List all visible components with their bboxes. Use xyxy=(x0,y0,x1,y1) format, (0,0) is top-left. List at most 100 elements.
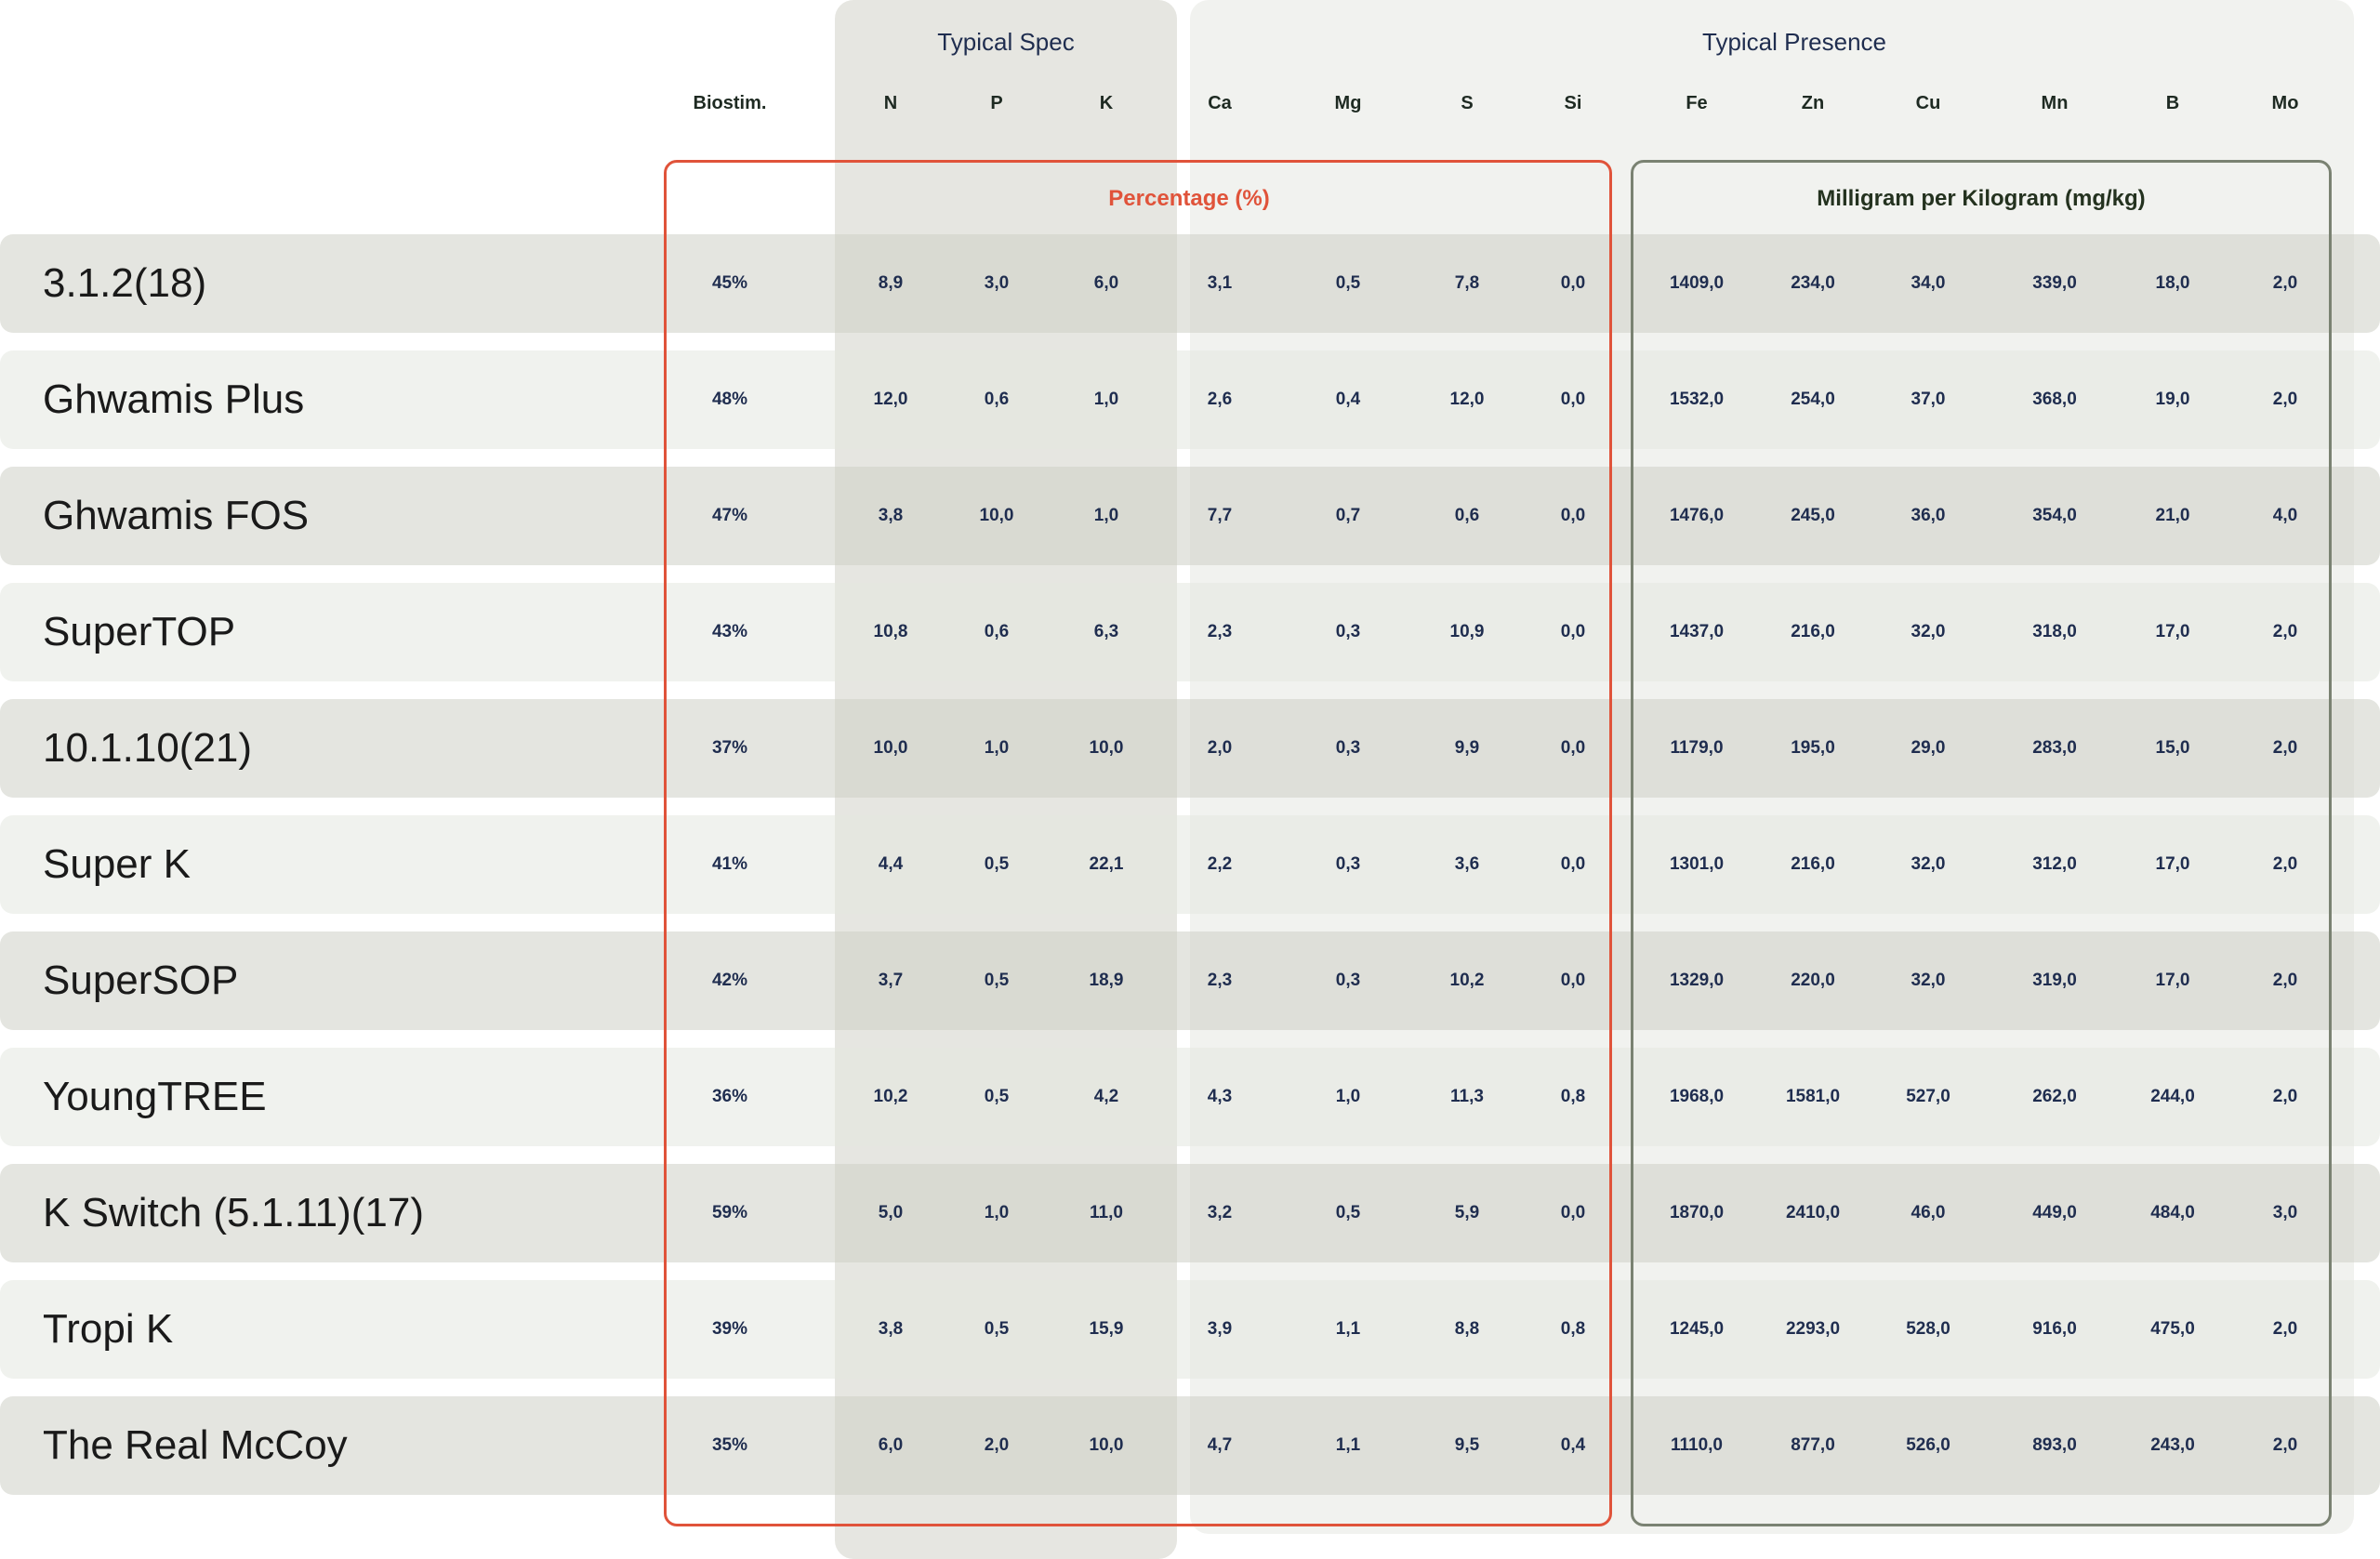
value-cell: 262,0 xyxy=(2032,1087,2077,1106)
value-cell: 916,0 xyxy=(2032,1319,2077,1339)
column-header-fe: Fe xyxy=(1686,93,1708,113)
value-cell: 877,0 xyxy=(1791,1435,1835,1455)
value-cell: 244,0 xyxy=(2150,1087,2195,1106)
value-cell: 220,0 xyxy=(1791,971,1835,990)
value-cell: 368,0 xyxy=(2032,390,2077,409)
value-cell: 8,9 xyxy=(878,273,904,293)
value-cell: 0,0 xyxy=(1560,273,1586,293)
product-name: 10.1.10(21) xyxy=(43,725,253,771)
value-cell: 0,0 xyxy=(1560,506,1586,525)
value-cell: 243,0 xyxy=(2150,1435,2195,1455)
value-cell: 10,2 xyxy=(1449,971,1485,990)
product-name: Tropi K xyxy=(43,1306,174,1352)
value-cell: 18,9 xyxy=(1089,971,1124,990)
value-cell: 15,9 xyxy=(1089,1319,1124,1339)
value-cell: 32,0 xyxy=(1911,854,1946,874)
value-cell: 18,0 xyxy=(2155,273,2190,293)
value-cell: 0,0 xyxy=(1560,622,1586,641)
value-cell: 1329,0 xyxy=(1669,971,1725,990)
value-cell: 4,2 xyxy=(1093,1087,1119,1106)
value-cell: 2,0 xyxy=(2272,971,2298,990)
value-cell: 48% xyxy=(711,390,748,409)
value-cell: 2,0 xyxy=(984,1435,1010,1455)
value-cell: 32,0 xyxy=(1911,971,1946,990)
value-cell: 21,0 xyxy=(2155,506,2190,525)
product-name: SuperTOP xyxy=(43,609,236,654)
value-cell: 8,8 xyxy=(1454,1319,1480,1339)
value-cell: 1,0 xyxy=(1335,1087,1361,1106)
value-cell: 17,0 xyxy=(2155,622,2190,641)
value-cell: 0,3 xyxy=(1335,622,1361,641)
value-cell: 1,0 xyxy=(1093,506,1119,525)
value-cell: 39% xyxy=(711,1319,748,1339)
value-cell: 12,0 xyxy=(1449,390,1485,409)
value-cell: 45% xyxy=(711,273,748,293)
value-cell: 37,0 xyxy=(1911,390,1946,409)
value-cell: 2,2 xyxy=(1207,854,1233,874)
value-cell: 0,4 xyxy=(1560,1435,1586,1455)
column-header-s: S xyxy=(1461,93,1474,113)
value-cell: 0,5 xyxy=(984,854,1010,874)
value-cell: 3,6 xyxy=(1454,854,1480,874)
product-name: 3.1.2(18) xyxy=(43,260,207,306)
value-cell: 0,8 xyxy=(1560,1087,1586,1106)
value-cell: 484,0 xyxy=(2150,1203,2195,1222)
value-cell: 9,9 xyxy=(1454,738,1480,758)
value-cell: 34,0 xyxy=(1911,273,1946,293)
mg-per-kg-label: Milligram per Kilogram (mg/kg) xyxy=(1817,186,2146,211)
value-cell: 3,1 xyxy=(1207,273,1233,293)
value-cell: 10,0 xyxy=(979,506,1014,525)
value-cell: 0,0 xyxy=(1560,738,1586,758)
value-cell: 1870,0 xyxy=(1669,1203,1725,1222)
column-header-biostim: Biostim. xyxy=(693,93,767,113)
value-cell: 3,7 xyxy=(878,971,904,990)
product-name: Ghwamis Plus xyxy=(43,377,305,422)
value-cell: 3,0 xyxy=(2272,1203,2298,1222)
value-cell: 5,0 xyxy=(878,1203,904,1222)
value-cell: 4,0 xyxy=(2272,506,2298,525)
value-cell: 1245,0 xyxy=(1669,1319,1725,1339)
value-cell: 526,0 xyxy=(1906,1435,1950,1455)
value-cell: 1,0 xyxy=(984,1203,1010,1222)
column-header-n: N xyxy=(883,93,898,113)
value-cell: 283,0 xyxy=(2032,738,2077,758)
value-cell: 1,0 xyxy=(984,738,1010,758)
product-name: Super K xyxy=(43,841,191,887)
value-cell: 0,6 xyxy=(984,390,1010,409)
value-cell: 47% xyxy=(711,506,748,525)
value-cell: 245,0 xyxy=(1791,506,1835,525)
value-cell: 11,3 xyxy=(1450,1087,1484,1106)
value-cell: 2,3 xyxy=(1207,971,1233,990)
column-header-mn: Mn xyxy=(2041,93,2069,113)
value-cell: 2,3 xyxy=(1207,622,1233,641)
value-cell: 3,2 xyxy=(1207,1203,1233,1222)
value-cell: 318,0 xyxy=(2032,622,2077,641)
value-cell: 46,0 xyxy=(1911,1203,1946,1222)
column-header-ca: Ca xyxy=(1208,93,1232,113)
value-cell: 36% xyxy=(711,1087,748,1106)
value-cell: 0,0 xyxy=(1560,971,1586,990)
value-cell: 1,1 xyxy=(1335,1435,1361,1455)
value-cell: 0,0 xyxy=(1560,1203,1586,1222)
column-header-mo: Mo xyxy=(2271,93,2299,113)
value-cell: 319,0 xyxy=(2032,971,2077,990)
value-cell: 893,0 xyxy=(2032,1435,2077,1455)
value-cell: 2,0 xyxy=(2272,738,2298,758)
value-cell: 4,3 xyxy=(1207,1087,1233,1106)
value-cell: 1968,0 xyxy=(1669,1087,1725,1106)
value-cell: 11,0 xyxy=(1090,1203,1123,1222)
value-cell: 7,7 xyxy=(1207,506,1233,525)
value-cell: 17,0 xyxy=(2155,854,2190,874)
typical-spec-title: Typical Spec xyxy=(937,28,1075,56)
value-cell: 10,9 xyxy=(1449,622,1485,641)
value-cell: 2,0 xyxy=(1207,738,1233,758)
value-cell: 3,8 xyxy=(878,1319,904,1339)
value-cell: 354,0 xyxy=(2032,506,2077,525)
